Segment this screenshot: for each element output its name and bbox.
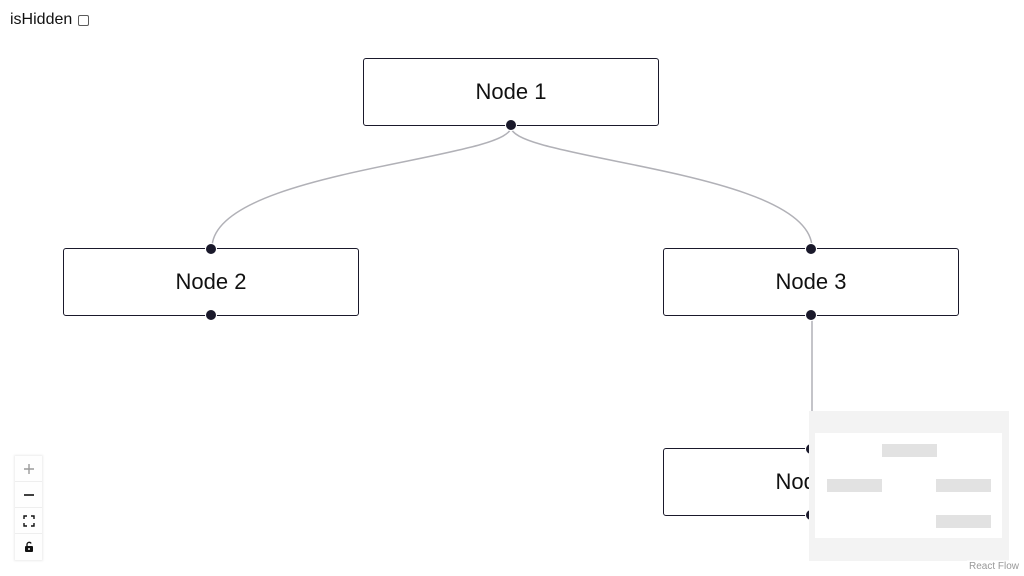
fit-view-button[interactable] bbox=[15, 508, 42, 534]
edge-node-1-to-node-2[interactable] bbox=[211, 126, 512, 249]
is-hidden-label: isHidden bbox=[10, 11, 73, 28]
is-hidden-checkbox[interactable] bbox=[78, 14, 90, 26]
node-3-target-handle[interactable] bbox=[805, 243, 817, 255]
flow-controls bbox=[15, 456, 42, 560]
node-3-label: Node 3 bbox=[775, 269, 847, 294]
zoom-in-button[interactable] bbox=[15, 456, 42, 482]
minimap-node-2 bbox=[827, 479, 882, 492]
node-1-label: Node 1 bbox=[475, 79, 547, 104]
minus-icon bbox=[23, 493, 34, 496]
is-hidden-toggle[interactable]: isHidden bbox=[10, 10, 90, 30]
zoom-out-button[interactable] bbox=[15, 482, 42, 508]
node-2-source-handle[interactable] bbox=[205, 309, 217, 321]
plus-icon bbox=[23, 463, 34, 474]
minimap-node-4 bbox=[936, 515, 991, 528]
minimap-node-1 bbox=[882, 444, 937, 457]
edge-node-1-to-node-3[interactable] bbox=[510, 126, 813, 249]
unlock-icon bbox=[24, 541, 33, 552]
fit-view-icon bbox=[22, 514, 35, 527]
node-3-source-handle[interactable] bbox=[805, 309, 817, 321]
node-2[interactable]: Node 2 bbox=[63, 243, 359, 321]
node-3[interactable]: Node 3 bbox=[663, 243, 959, 321]
minimap[interactable] bbox=[809, 411, 1009, 561]
node-2-label: Node 2 bbox=[175, 269, 247, 294]
node-1-source-handle[interactable] bbox=[505, 119, 517, 131]
toggle-interactivity-button[interactable] bbox=[15, 534, 42, 560]
react-flow-attribution[interactable]: React Flow bbox=[966, 560, 1021, 573]
node-2-target-handle[interactable] bbox=[205, 243, 217, 255]
node-1[interactable]: Node 1 bbox=[363, 58, 659, 131]
minimap-node-3 bbox=[936, 479, 991, 492]
